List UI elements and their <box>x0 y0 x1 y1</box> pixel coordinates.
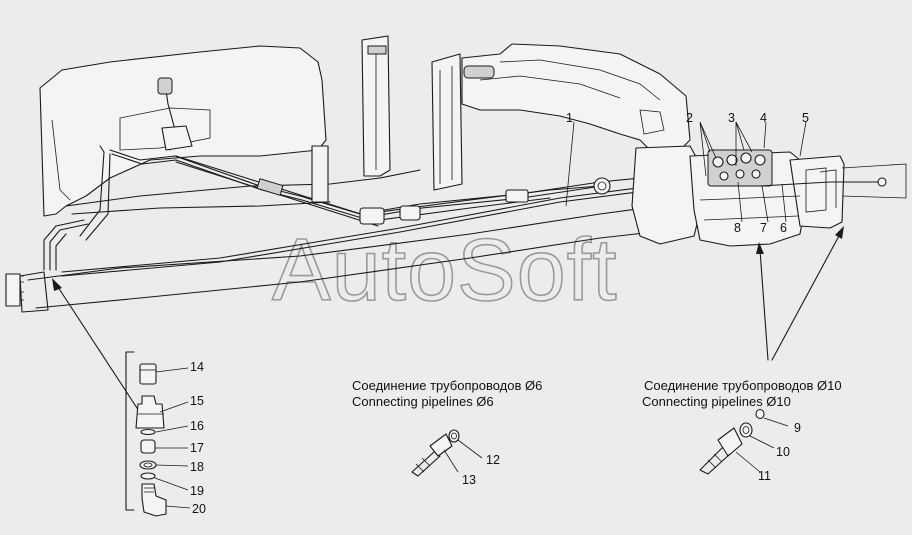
callout-11: 11 <box>758 469 771 483</box>
callout-1: 1 <box>566 111 573 125</box>
pipe-6-detail: Соединение трубопроводов Ø6 Connecting p… <box>352 378 542 477</box>
pipeline-main-b <box>109 149 701 215</box>
part-13-fitting <box>429 433 453 457</box>
part-16-ring <box>140 428 156 436</box>
caption-pipe10-ru: Соединение трубопроводов Ø10 <box>644 378 842 393</box>
frame-rail-lower <box>35 227 691 309</box>
callout-13: 13 <box>462 473 476 487</box>
gear-lever-knob <box>157 77 173 95</box>
callout-4: 4 <box>760 111 767 125</box>
callout-10: 10 <box>776 445 790 459</box>
callout-7: 7 <box>760 221 767 235</box>
gear-lever-boot <box>161 125 193 151</box>
pipe-10-detail: Соединение трубопроводов Ø10 Connecting … <box>642 378 842 475</box>
caption-pipe6-ru: Соединение трубопроводов Ø6 <box>352 378 542 393</box>
part-10-nut <box>739 422 753 438</box>
callout-6: 6 <box>780 221 787 235</box>
callout-19: 19 <box>190 484 204 498</box>
callout-20: 20 <box>192 502 206 516</box>
part-12-nut <box>448 429 460 443</box>
part-15-union <box>135 395 165 429</box>
part-9-ring <box>755 408 765 420</box>
chassis-assembly <box>5 35 907 429</box>
callout-8: 8 <box>734 221 741 235</box>
callout-14: 14 <box>190 360 204 374</box>
part-17-sleeve <box>140 439 156 454</box>
part-19-ring <box>140 472 156 480</box>
frame-rail-upper <box>27 201 691 281</box>
part-20-elbow <box>141 483 167 517</box>
part-14-nut <box>139 363 157 385</box>
part-11-fitting <box>717 427 743 457</box>
part-18-washer <box>139 460 157 470</box>
callout-3: 3 <box>728 111 735 125</box>
side-panel <box>431 53 463 191</box>
callout-5: 5 <box>802 111 809 125</box>
caption-pipe6-en: Connecting pipelines Ø6 <box>352 394 494 409</box>
callout-12: 12 <box>486 453 500 467</box>
front-hitch <box>5 273 21 307</box>
watermark: AutoSoft <box>272 220 618 319</box>
callout-16: 16 <box>190 419 204 433</box>
detail-bracket <box>125 351 135 511</box>
callout-2: 2 <box>686 111 693 125</box>
callout-9: 9 <box>794 421 801 435</box>
detail-arrows <box>52 226 844 429</box>
fitting-stack-detail <box>125 351 191 517</box>
callout-18: 18 <box>190 460 204 474</box>
callout-17: 17 <box>190 441 204 455</box>
caption-pipe10-en: Connecting pipelines Ø10 <box>642 394 791 409</box>
callout-15: 15 <box>190 394 204 408</box>
transmission-housing <box>631 145 705 245</box>
callout-labels: 1 2 3 4 5 6 7 8 9 10 11 12 13 14 15 16 1… <box>190 111 809 516</box>
